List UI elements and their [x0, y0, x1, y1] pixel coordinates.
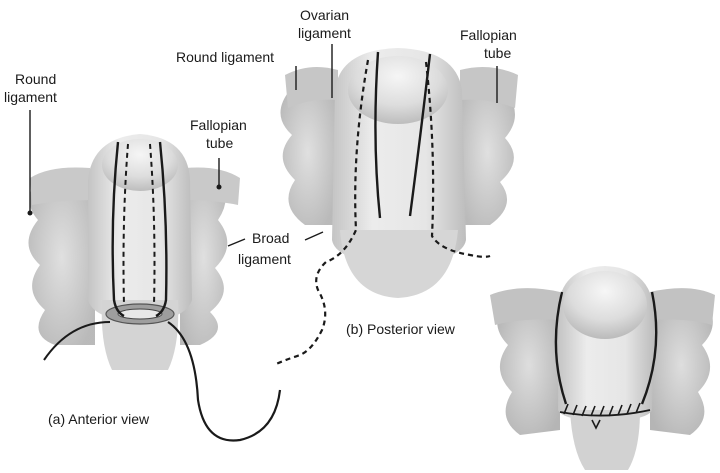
- completed-fundus-highlight: [563, 271, 647, 339]
- label-round-ligament-right: Round ligament: [176, 49, 274, 65]
- label-ovarian-ligament-2: ligament: [298, 25, 351, 41]
- fallopian-tube-right-stub: [183, 167, 240, 205]
- completed-cervix: [570, 410, 640, 470]
- label-broad-ligament-2: ligament: [238, 251, 291, 267]
- label-fallopian-tube-left-1: Fallopian: [190, 117, 247, 133]
- label-fallopian-tube-left-2: tube: [206, 135, 233, 151]
- anterior-view-drawing: [28, 134, 280, 441]
- label-fallopian-tube-right-1: Fallopian: [460, 27, 517, 43]
- posterior-lower-segment: [340, 230, 458, 298]
- label-anterior-view: (a) Anterior view: [48, 411, 150, 427]
- label-fallopian-tube-right-2: tube: [484, 45, 511, 61]
- posterior-view-drawing: [276, 48, 518, 364]
- anterior-fundus-highlight: [102, 139, 178, 191]
- round-ligament-left-dot: [28, 211, 33, 216]
- label-round-ligament-left-1: Round: [15, 71, 56, 87]
- anterior-suture-tail-right: [168, 322, 280, 441]
- label-round-ligament-left-2: ligament: [4, 89, 57, 105]
- label-posterior-view: (b) Posterior view: [346, 321, 456, 337]
- broad-ligament-leader-a: [228, 239, 245, 246]
- anterior-incision-inner: [118, 309, 162, 319]
- completed-tube-left: [490, 288, 560, 325]
- label-broad-ligament-1: Broad: [252, 230, 289, 246]
- fallopian-tube-left-stub: [30, 167, 92, 205]
- fallopian-tube-left-dot: [217, 185, 222, 190]
- broad-ligament-leader-b: [305, 232, 323, 240]
- completed-view-drawing: [490, 266, 715, 470]
- label-ovarian-ligament-1: Ovarian: [300, 7, 349, 23]
- completed-tube-right: [650, 288, 715, 325]
